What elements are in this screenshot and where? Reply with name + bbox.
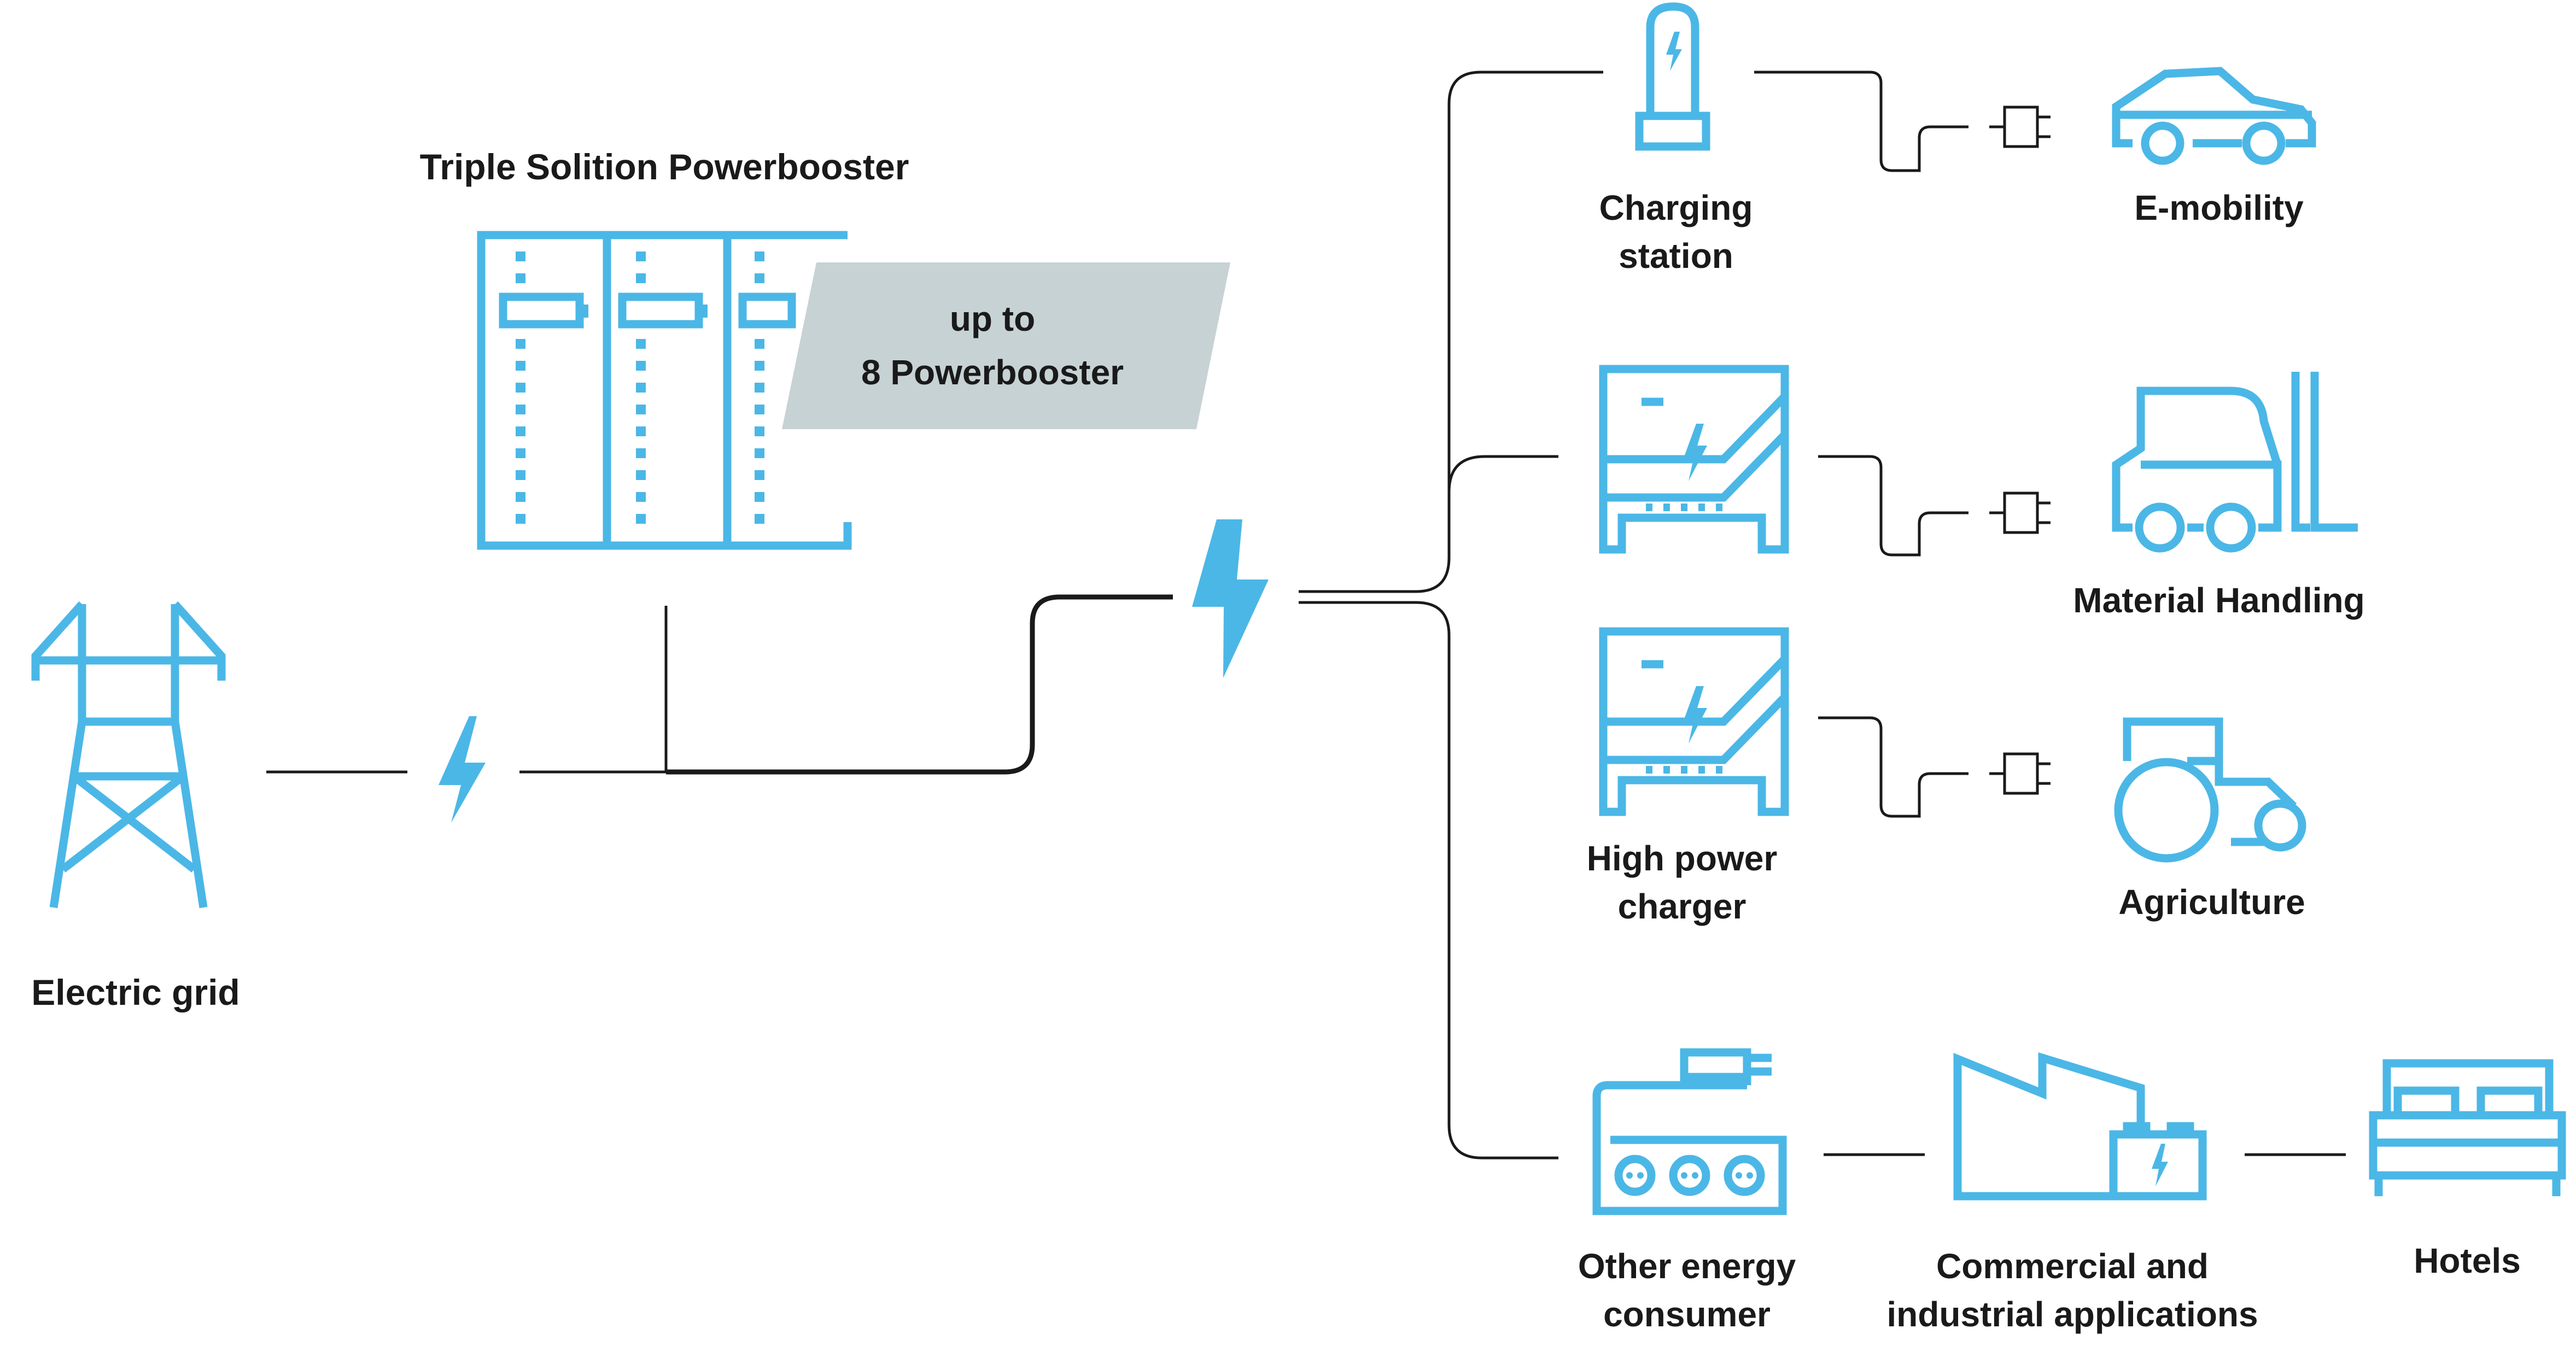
- charging-station-icon: [1635, 2, 1710, 151]
- other-energy-label-line1: Other energy: [1578, 1246, 1796, 1286]
- charging-station-label-line1: Charging: [1599, 188, 1753, 227]
- tractor-icon: [2114, 717, 2306, 863]
- commercial-label-line1: Commercial and: [1936, 1246, 2209, 1286]
- agriculture-label: Agriculture: [2118, 882, 2305, 922]
- material-handling-label: Material Handling: [2073, 581, 2364, 620]
- powerbooster-title: Triple Solition Powerbooster: [420, 147, 909, 187]
- power-pylon-icon: [31, 601, 226, 909]
- powerbooster-callout: up to 8 Powerbooster: [782, 262, 1230, 429]
- charger-unit-icon: [1603, 369, 1785, 549]
- hotels-label: Hotels: [2414, 1241, 2521, 1280]
- bed-icon: [2369, 1059, 2566, 1196]
- plug-icon: [1989, 493, 2051, 532]
- plug-icon: [1989, 107, 2051, 147]
- high-power-charger-label-line2: charger: [1618, 887, 1746, 926]
- other-energy-label-line2: consumer: [1603, 1295, 1771, 1334]
- battery-cabinet-icon: [477, 231, 852, 550]
- power-strip-icon: [1592, 1048, 1787, 1215]
- charger-unit-icon: [1603, 631, 1785, 812]
- callout-line1: up to: [950, 299, 1035, 338]
- electric-grid-label: Electric grid: [31, 972, 240, 1012]
- connection-lines: [266, 71, 2346, 1160]
- e-mobility-label: E-mobility: [2134, 188, 2304, 227]
- plug-icon: [1989, 754, 2051, 793]
- high-power-charger-label-line1: High power: [1587, 839, 1777, 878]
- commercial-label-line2: industrial applications: [1886, 1295, 2258, 1334]
- lightning-bolt-icon: [439, 716, 486, 823]
- charging-station-label-line2: station: [1619, 236, 1733, 276]
- callout-line2: 8 Powerbooster: [861, 353, 1124, 392]
- factory-icon: [1953, 1052, 2207, 1201]
- lightning-bolt-icon: [1192, 519, 1269, 678]
- forklift-icon: [2112, 372, 2358, 553]
- car-icon: [2112, 67, 2316, 165]
